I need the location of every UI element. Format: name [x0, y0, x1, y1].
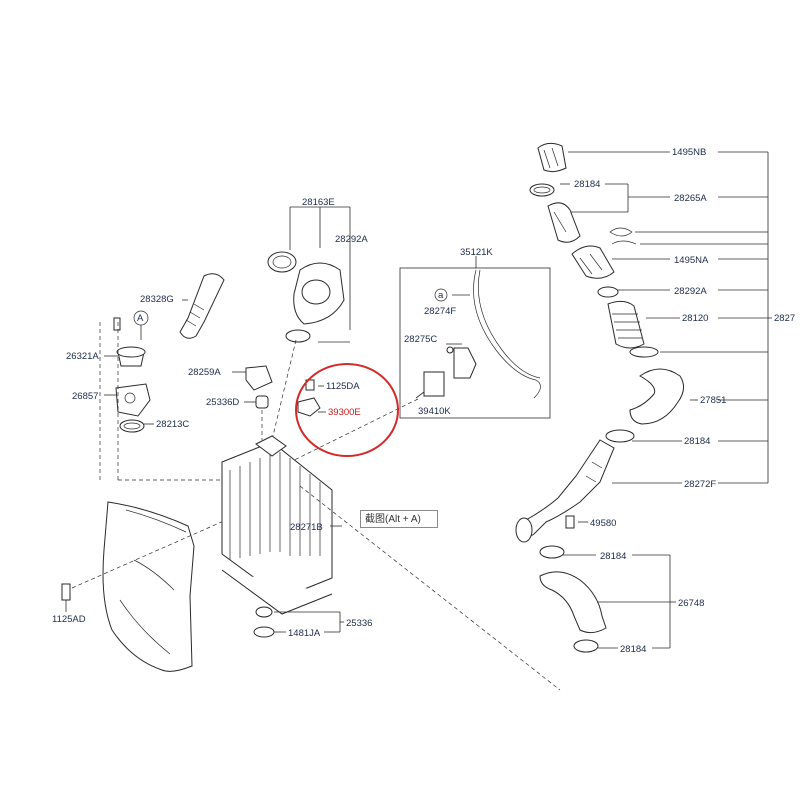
highlight-circle: [295, 363, 399, 457]
clamp-28163e: [267, 251, 297, 273]
label-26748: 26748: [678, 598, 704, 609]
clamp-28184-lower: [539, 545, 565, 559]
screenshot-tooltip: 截图(Alt + A): [360, 510, 438, 528]
label-28184-a: 28184: [574, 179, 600, 190]
label-39300e-highlighted: 39300E: [328, 407, 361, 418]
valve-26857: [115, 383, 151, 417]
label-28292a-right: 28292A: [674, 286, 707, 297]
grommet-25336: [255, 606, 273, 618]
label-1495nb: 1495NB: [672, 147, 706, 158]
label-28120: 28120: [682, 313, 708, 324]
clamp-28292a-right: [597, 286, 619, 298]
bracket-28259a: [245, 365, 273, 391]
hose-1495na: [571, 245, 615, 279]
label-1495na: 1495NA: [674, 255, 709, 266]
bolt-1125ad: [61, 583, 71, 601]
label-28271b: 28271B: [290, 522, 323, 533]
label-28328g: 28328G: [140, 294, 174, 305]
label-28292a-left: 28292A: [335, 234, 368, 245]
label-26321a: 26321A: [66, 351, 99, 362]
label-ref-a: A: [137, 313, 144, 324]
clamp-28184-bottom: [573, 639, 599, 653]
bolt-49580: [565, 515, 575, 529]
bolt-1125da: [305, 379, 315, 391]
breather-hose-28328g: [179, 273, 225, 339]
bellows-28120: [607, 300, 645, 349]
label-25336: 25336: [346, 618, 372, 629]
pipe-28265a: [547, 202, 581, 243]
bracket-39410k: [423, 371, 445, 397]
label-1481ja: 1481JA: [288, 628, 321, 639]
label-28184-d: 28184: [620, 644, 646, 655]
label-1125ad: 1125AD: [52, 614, 86, 625]
label-28265a: 28265A: [674, 193, 707, 204]
label-ref-a-small: a: [438, 290, 444, 301]
label-2827: 2827: [774, 313, 795, 324]
air-shroud: [102, 501, 195, 672]
label-39410k: 39410K: [418, 406, 451, 417]
label-28163e: 28163E: [302, 197, 335, 208]
map-sensor-39300e: [297, 397, 321, 417]
clamp-28184-top: [529, 183, 555, 197]
sensor-detail-box: [399, 267, 551, 419]
elbow-27851: [629, 368, 684, 425]
label-28274f: 28274F: [424, 306, 456, 317]
label-35121k: 35121K: [460, 247, 493, 258]
gasket-28213c: [119, 419, 145, 433]
label-28184-c: 28184: [600, 551, 626, 562]
label-28184-b: 28184: [684, 436, 710, 447]
label-28213c: 28213C: [156, 419, 189, 430]
vacuum-hose-35121k: [473, 269, 541, 399]
label-28272f: 28272F: [684, 479, 716, 490]
hose-1495nb: [537, 142, 567, 173]
label-25336d: 25336D: [206, 397, 239, 408]
sensor-28275c: [453, 347, 477, 379]
label-28259a: 28259A: [188, 367, 221, 378]
nut-1481ja: [253, 626, 275, 638]
label-49580: 49580: [590, 518, 616, 529]
label-27851: 27851: [700, 395, 726, 406]
label-26857: 26857: [72, 391, 98, 402]
label-1125da: 1125DA: [326, 381, 360, 392]
clamp-28184-mid: [605, 429, 635, 443]
hose-26748: [539, 571, 607, 634]
label-28275c: 28275C: [404, 334, 437, 345]
grommet-25336d: [255, 395, 269, 409]
